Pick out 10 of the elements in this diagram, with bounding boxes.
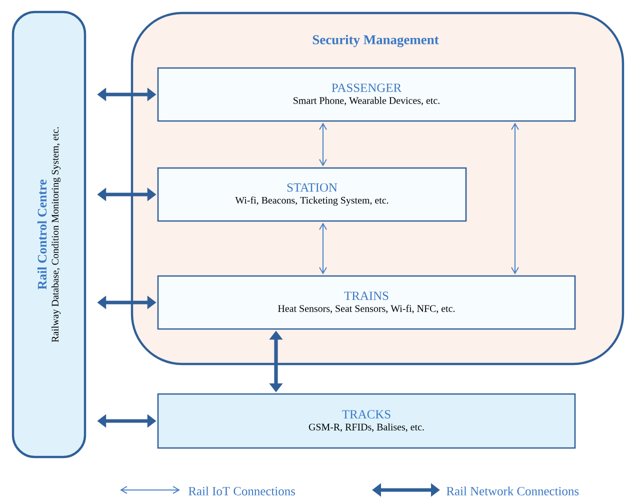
arrow — [511, 122, 519, 274]
process-box: STATION Wi-fi, Beacons, Ticketing System, etc. — [157, 167, 467, 222]
control-centre-panel: Rail Control Centre Railway Database, Condition Monitoring System, etc. — [12, 10, 86, 458]
arrow — [319, 122, 327, 166]
process-box: PASSENGER Smart Phone, Wearable Devices, etc. — [157, 67, 576, 122]
legend-label: Rail IoT Connections — [188, 486, 295, 496]
legend-label: Rail Network Connections — [446, 486, 579, 496]
process-box: TRAINS Heat Sensors, Seat Sensors, Wi-fi, NFC, etc. — [157, 275, 576, 330]
process-box: TRACKS GSM-R, RFIDs, Balises, etc. — [157, 393, 576, 449]
arrow — [319, 222, 327, 274]
